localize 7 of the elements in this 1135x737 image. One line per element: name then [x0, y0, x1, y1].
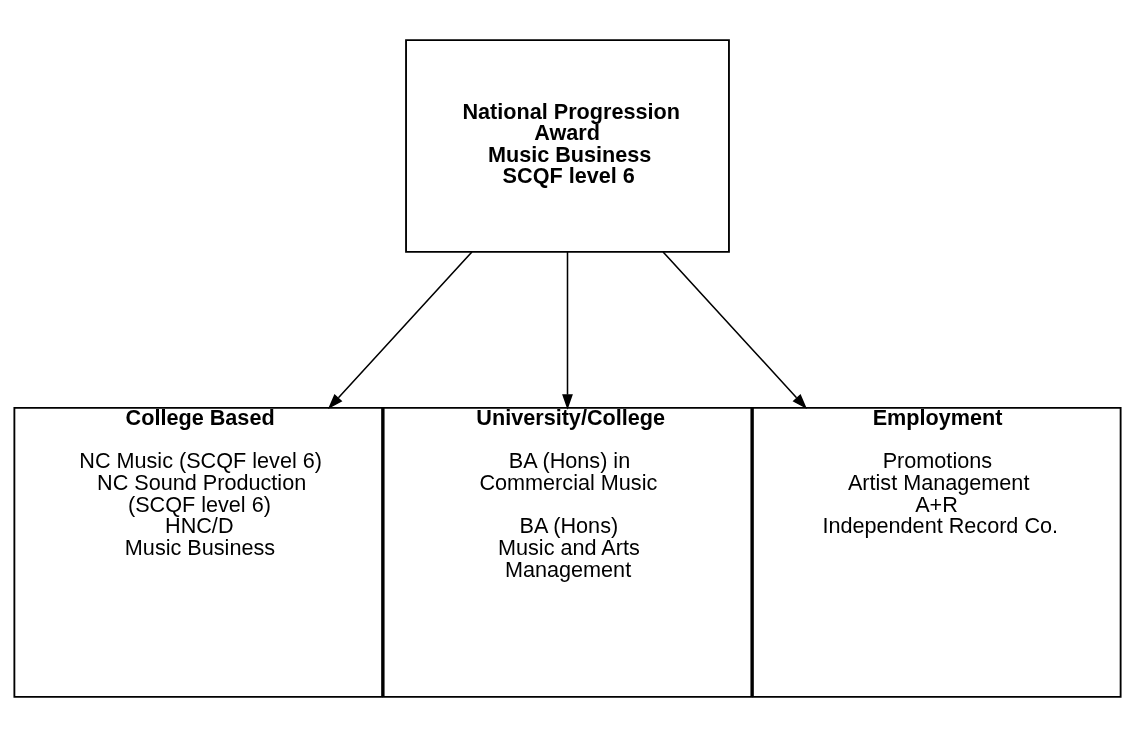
arrow — [327, 251, 473, 410]
node-box: College Based NC Music (SCQF level 6) NC Sound Production (SCQF level 6) HNC/D Music Business — [13, 406, 384, 698]
node-box: University/College BA (Hons) in Commercial Music BA (Hons) Music and Arts Management — [382, 406, 753, 698]
arrow — [562, 251, 573, 410]
node-box: National Progression Award Music Business SCQF level 6 — [405, 39, 730, 253]
arrow — [662, 251, 808, 410]
node-box: Employment Promotions Artist Management A+R Independent Record Co. — [751, 406, 1122, 698]
